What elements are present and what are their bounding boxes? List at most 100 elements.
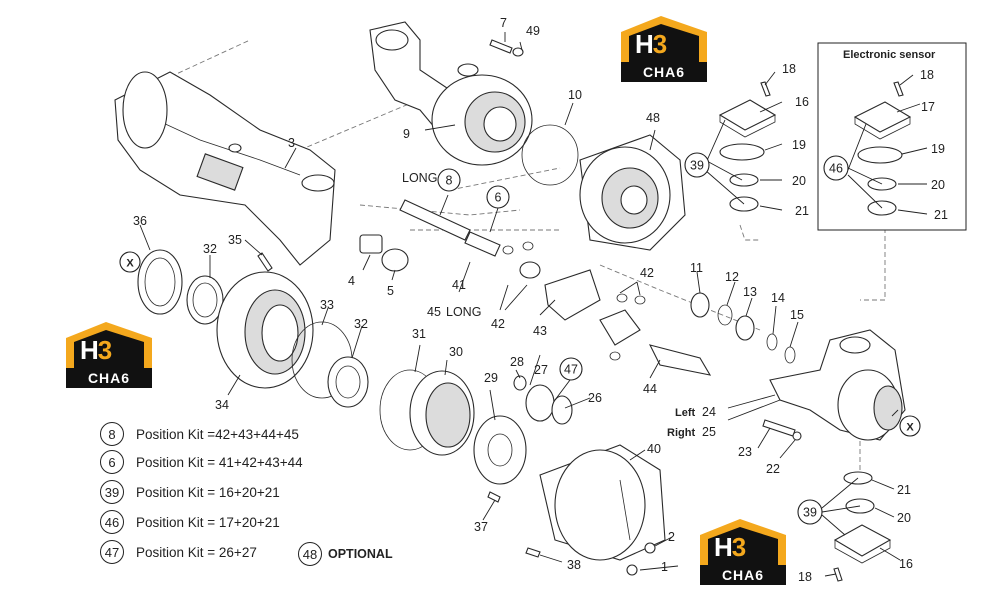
callout-45: 45 xyxy=(427,305,441,319)
optional-number: 48 xyxy=(298,542,322,566)
callout-38: 38 xyxy=(567,558,581,572)
callout-21b: 21 xyxy=(934,208,948,222)
callout-35: 35 xyxy=(228,233,242,247)
legend-text: Position Kit =42+43+44+45 xyxy=(136,426,299,442)
callout-42b: 42 xyxy=(640,266,654,280)
legend-number: 47 xyxy=(100,540,124,564)
watermark-house-icon xyxy=(621,16,707,62)
watermark-mark: H xyxy=(714,532,733,562)
watermark-house-icon xyxy=(700,519,786,565)
callout-13: 13 xyxy=(743,285,757,299)
callout-41: 41 xyxy=(452,278,466,292)
callout-19b: 19 xyxy=(931,142,945,156)
sensor-stack-lower xyxy=(833,471,892,582)
bolt-23 xyxy=(762,419,802,441)
callout-15: 15 xyxy=(790,308,804,322)
circled-46: 46 xyxy=(829,162,843,176)
callout-20b: 20 xyxy=(931,178,945,192)
planetary-housing-48 xyxy=(579,134,686,251)
legend-row: 6 Position Kit = 41+42+43+44 xyxy=(100,450,303,474)
watermark-text: CHA6 xyxy=(700,565,786,585)
callout-18c: 18 xyxy=(798,570,812,584)
shaft-assembly xyxy=(359,199,712,376)
callout-32b: 32 xyxy=(354,317,368,331)
callout-2: 2 xyxy=(668,530,675,544)
hub-cover-40 xyxy=(539,444,666,561)
knuckle-upper xyxy=(369,21,533,166)
circled-8: 8 xyxy=(446,174,453,188)
callout-33: 33 xyxy=(320,298,334,312)
watermark-logo: H3 CHA6 xyxy=(621,16,707,84)
callout-29: 29 xyxy=(484,371,498,385)
callout-32a: 32 xyxy=(203,242,217,256)
callout-18a: 18 xyxy=(782,62,796,76)
assembly-guide-lines xyxy=(119,39,886,470)
legend-text: Position Kit = 16+20+21 xyxy=(136,484,280,500)
small-fasteners xyxy=(487,491,656,576)
x-mark-left: X xyxy=(126,258,134,270)
watermark-text: CHA6 xyxy=(66,368,152,388)
legend-number: 8 xyxy=(100,422,124,446)
callout-20a: 20 xyxy=(792,174,806,188)
legend-number: 46 xyxy=(100,510,124,534)
callout-43: 43 xyxy=(533,324,547,338)
watermark-mark-accent: 3 xyxy=(731,532,747,562)
callout-40: 40 xyxy=(647,442,661,456)
callout-44: 44 xyxy=(643,382,657,396)
circled-39a: 39 xyxy=(690,159,704,173)
legend-number: 39 xyxy=(100,480,124,504)
callout-18b: 18 xyxy=(920,68,934,82)
callout-27: 27 xyxy=(534,363,548,377)
optional-text: OPTIONAL xyxy=(328,547,393,561)
callout-19a: 19 xyxy=(792,138,806,152)
callout-labels: 1 2 3 4 5 7 9 10 11 12 13 14 15 16 16 17… xyxy=(133,16,948,584)
watermark-mark-accent: 3 xyxy=(652,29,668,59)
watermark-mark-accent: 3 xyxy=(97,335,113,365)
callout-21c: 21 xyxy=(897,483,911,497)
callout-10: 10 xyxy=(568,88,582,102)
watermark-logo: H3 CHA6 xyxy=(700,519,786,587)
circled-39b: 39 xyxy=(803,506,817,520)
callout-25: 25 xyxy=(702,425,716,439)
callout-16a: 16 xyxy=(795,95,809,109)
legend-text: Position Kit = 26+27 xyxy=(136,544,257,560)
legend-row: 8 Position Kit =42+43+44+45 xyxy=(100,422,299,446)
legend-row: 39 Position Kit = 16+20+21 xyxy=(100,480,280,504)
callout-12: 12 xyxy=(725,270,739,284)
steering-knuckle-24-25 xyxy=(769,329,906,441)
axle-housing xyxy=(114,71,336,266)
callout-5: 5 xyxy=(387,284,394,298)
sensor-box-title: Electronic sensor xyxy=(843,49,936,61)
o-ring-33 xyxy=(291,321,369,408)
legend-text: Position Kit = 41+42+43+44 xyxy=(136,454,303,470)
callout-49: 49 xyxy=(526,24,540,38)
callout-26: 26 xyxy=(588,391,602,405)
callout-17: 17 xyxy=(921,100,935,114)
legend-text: Position Kit = 17+20+21 xyxy=(136,514,280,530)
callout-3: 3 xyxy=(288,136,295,150)
planet-gears-26-27 xyxy=(513,375,573,425)
callout-22: 22 xyxy=(766,462,780,476)
legend-row: 46 Position Kit = 17+20+21 xyxy=(100,510,280,534)
callout-9: 9 xyxy=(403,127,410,141)
seal-stack xyxy=(690,292,796,364)
left-label: Left xyxy=(675,407,696,419)
callout-21a: 21 xyxy=(795,204,809,218)
seal-36-32 xyxy=(137,249,273,325)
callout-42a: 42 xyxy=(491,317,505,331)
watermark-text: CHA6 xyxy=(621,62,707,82)
callout-4: 4 xyxy=(348,274,355,288)
watermark-house-icon xyxy=(66,322,152,368)
watermark-logo: H3 CHA6 xyxy=(66,322,152,390)
long-label-1: LONG xyxy=(402,171,437,185)
x-mark-right: X xyxy=(906,422,914,434)
right-label: Right xyxy=(667,427,695,439)
watermark-mark: H xyxy=(635,29,654,59)
leader-lines xyxy=(139,32,928,577)
circled-callouts: 8 6 39 46 47 39 X X xyxy=(119,152,921,525)
callout-14: 14 xyxy=(771,291,785,305)
callout-30: 30 xyxy=(449,345,463,359)
callout-37: 37 xyxy=(474,520,488,534)
long-label-2: LONG xyxy=(446,305,481,319)
